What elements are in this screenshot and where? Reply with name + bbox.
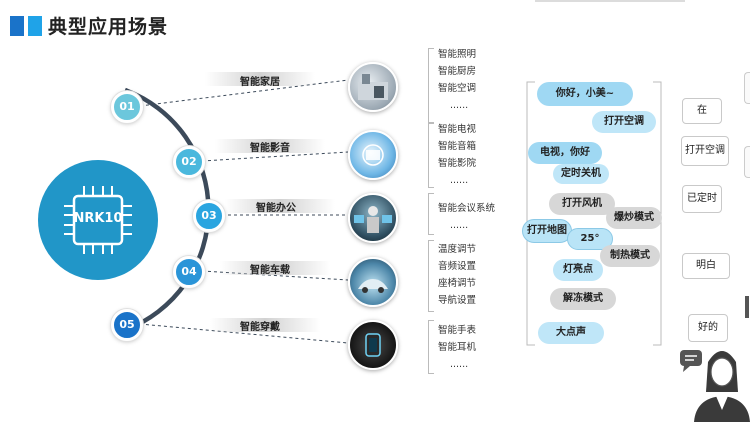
bubble-open-fan: 打开风机 <box>549 193 615 215</box>
feature-item: 温度调节 <box>438 244 477 255</box>
top-divider <box>535 0 685 2</box>
node-05: 05 <box>111 309 143 341</box>
node-02: 02 <box>173 146 205 178</box>
smart-office-photo <box>348 193 398 243</box>
bubble-temperature: 25° <box>567 228 613 250</box>
feature-item: 智能手表 <box>438 325 477 336</box>
bubble-heat-mode: 制热模式 <box>600 245 660 267</box>
bubble-hello-tv: 电视，你好 <box>528 142 602 164</box>
features-bracket-05 <box>428 320 434 374</box>
features-bracket-04 <box>428 240 434 312</box>
cat-band-04 <box>220 261 330 275</box>
smart-wearable-photo <box>348 320 398 370</box>
bubble-louder: 大点声 <box>538 322 604 344</box>
hand-touch-icon <box>362 144 384 166</box>
features-list-03: 智能会议系统 ...... <box>438 200 495 234</box>
node-03: 03 <box>193 200 225 232</box>
bubble-defrost: 解冻模式 <box>550 288 616 310</box>
node-01: 01 <box>111 91 143 123</box>
chip-label: NRK10 <box>73 211 123 226</box>
feature-item: 智能电视 <box>438 124 477 135</box>
bubble-open-map: 打开地图 <box>522 219 572 243</box>
chip-icon-overlay <box>64 186 132 254</box>
features-list-02: 智能电视 智能音箱 智能影院 ...... <box>438 121 476 189</box>
feature-item: ...... <box>450 100 469 111</box>
category-label-02: 智能影音 <box>250 143 290 154</box>
page-title: 典型应用场景 <box>48 16 169 38</box>
reply-box-here: 在 <box>682 98 722 124</box>
cat-band-05 <box>210 318 320 332</box>
bubble-timer-off: 定时关机 <box>553 164 609 184</box>
feature-item: 智能厨房 <box>438 66 477 77</box>
feature-item: 智能耳机 <box>438 342 477 353</box>
feature-item: 智能照明 <box>438 49 477 60</box>
bubble-stir-fry: 爆炒模式 <box>606 207 662 229</box>
smart-car-photo <box>348 257 398 307</box>
reply-box-ok: 好的 <box>688 314 728 342</box>
cat-band-01 <box>205 72 315 86</box>
feature-item: ...... <box>450 175 469 186</box>
features-bracket-03 <box>428 193 434 235</box>
car-icon <box>358 279 388 293</box>
feature-item: 音频设置 <box>438 261 477 272</box>
features-bracket-01 <box>428 48 434 124</box>
watch-icon <box>365 333 381 357</box>
scroll-marker <box>745 296 749 318</box>
feature-item: 智能会议系统 <box>438 203 496 214</box>
kitchen-icon <box>358 74 388 100</box>
feature-item: 座椅调节 <box>438 278 477 289</box>
bubble-hello-xiaomei: 你好，小美~ <box>537 82 633 106</box>
category-label-03: 智能办公 <box>256 203 296 214</box>
reply-box-understood: 明白 <box>682 253 730 279</box>
cat-band-03 <box>225 199 335 213</box>
bubble-brighter: 灯亮点 <box>553 259 603 281</box>
smart-av-photo <box>348 130 398 180</box>
node-04: 04 <box>173 256 205 288</box>
feature-item: 智能空调 <box>438 83 477 94</box>
chat-bubble-icon <box>680 350 702 372</box>
side-tab-1 <box>744 72 750 104</box>
features-bracket-02 <box>428 122 434 188</box>
feature-item: ...... <box>450 359 469 370</box>
feature-item: 智能音箱 <box>438 141 477 152</box>
features-list-04: 温度调节 音频设置 座椅调节 导航设置 <box>438 241 476 309</box>
category-label-04: 智能车载 <box>250 265 290 276</box>
features-list-01: 智能照明 智能厨房 智能空调 ...... <box>438 46 476 114</box>
cat-band-02 <box>215 139 325 153</box>
feature-item: 智能影院 <box>438 158 477 169</box>
reply-box-timer-set: 已定时 <box>682 185 722 213</box>
category-label-01: 智能家居 <box>240 77 280 88</box>
title-accent-dark <box>10 16 24 36</box>
side-tab-2 <box>744 146 750 178</box>
connector-05 <box>139 323 349 344</box>
feature-item: 导航设置 <box>438 295 477 306</box>
features-list-05: 智能手表 智能耳机 ...... <box>438 322 476 373</box>
presenter-icon <box>354 206 392 233</box>
assistant-avatar <box>680 350 750 422</box>
title-accent-light <box>28 16 42 36</box>
reply-box-open-ac: 打开空调 <box>681 136 729 166</box>
bubble-open-ac: 打开空调 <box>592 111 656 133</box>
feature-item: ...... <box>450 220 469 231</box>
connector-02 <box>201 151 349 162</box>
category-label-05: 智能穿戴 <box>240 322 280 333</box>
dialogue-bracket-left <box>526 81 535 346</box>
chip-circle <box>38 160 158 280</box>
smart-home-photo <box>348 62 398 112</box>
